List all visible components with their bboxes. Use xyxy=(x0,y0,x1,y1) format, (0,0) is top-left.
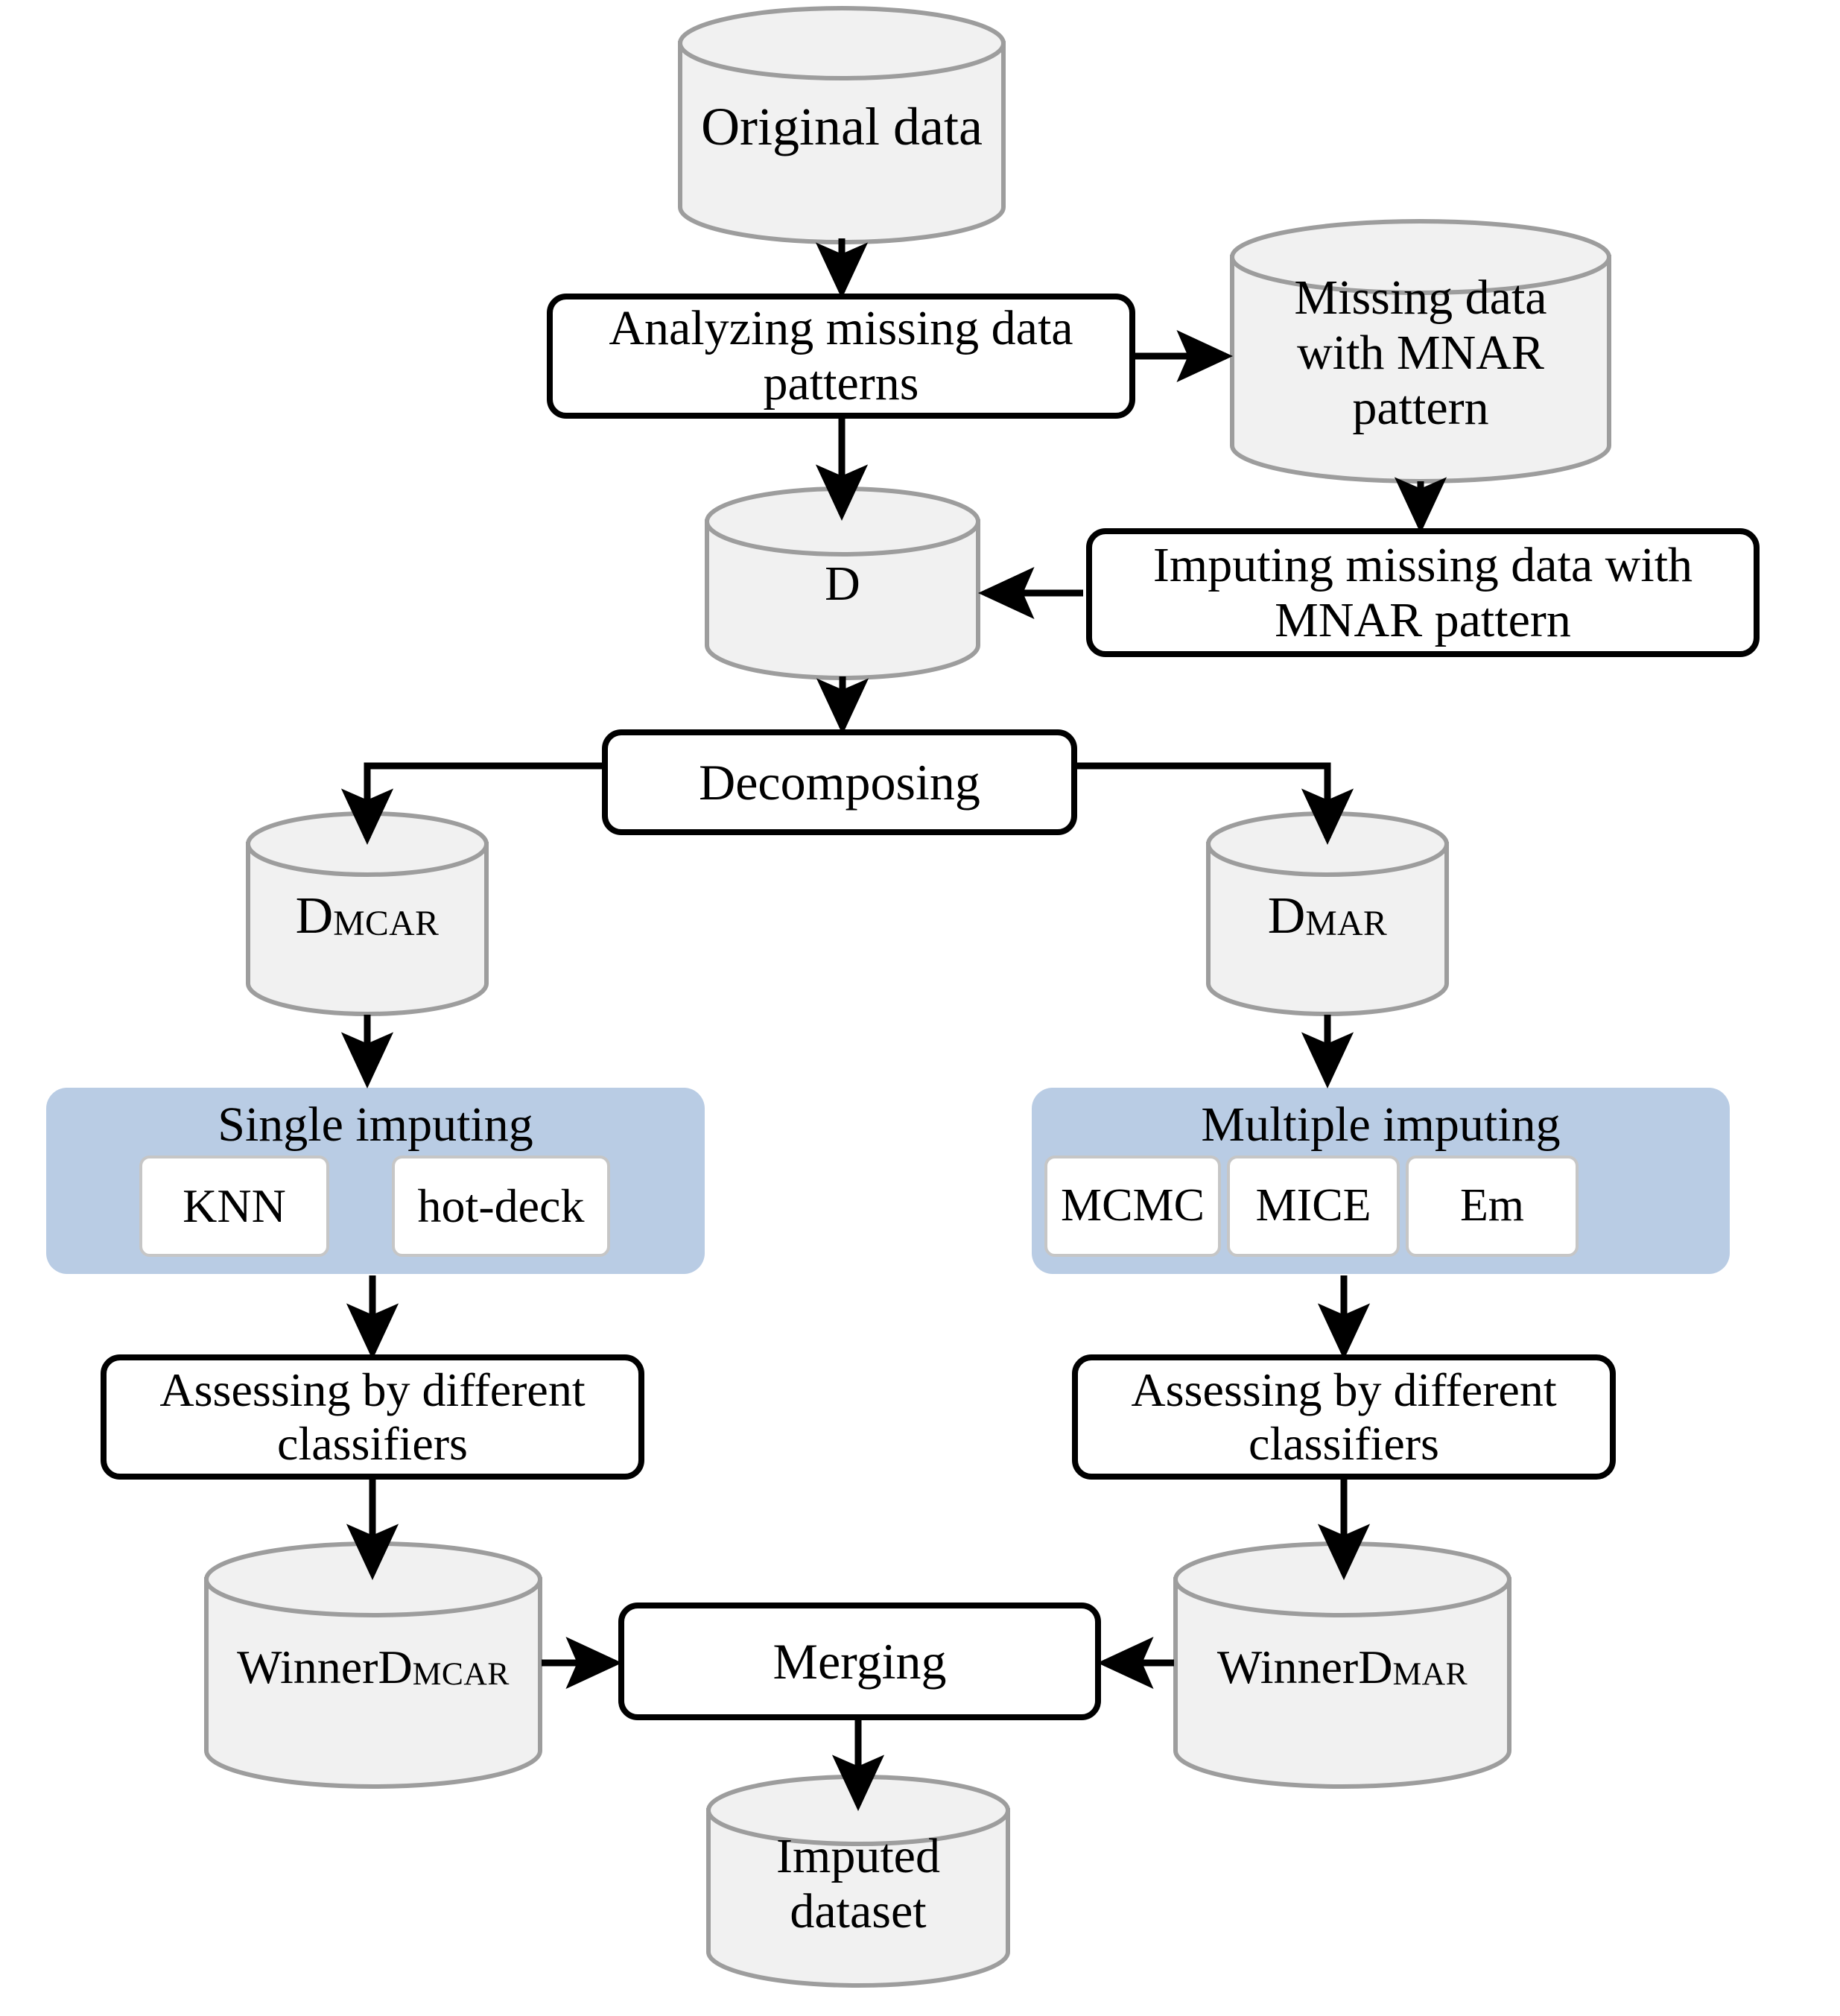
method-em-hit[interactable] xyxy=(1407,1157,1577,1255)
node-merging-hit[interactable] xyxy=(621,1605,1098,1717)
node-imputed-dataset-hit[interactable] xyxy=(708,1777,1008,1985)
node-winner-mar-hit[interactable] xyxy=(1176,1544,1509,1787)
method-knn-hit[interactable] xyxy=(141,1157,328,1255)
method-mcmc-hit[interactable] xyxy=(1046,1157,1219,1255)
edge-decomposing-left-elbow xyxy=(364,762,605,775)
method-hot-deck-hit[interactable] xyxy=(393,1157,609,1255)
edge-decomposing-right-elbow xyxy=(1074,762,1331,775)
node-missing-mnar xyxy=(1230,219,1611,484)
node-single-imputing-panel xyxy=(46,1088,705,1274)
node-assessing-left-hit[interactable] xyxy=(104,1357,641,1477)
node-single-imputing-hit[interactable] xyxy=(46,1088,705,1155)
node-d-mcar-hit[interactable] xyxy=(248,814,486,1015)
node-original-data-hit[interactable] xyxy=(680,8,1003,242)
node-winner-mcar-hit[interactable] xyxy=(206,1544,540,1787)
node-decomposing-hit[interactable] xyxy=(605,732,1074,832)
node-analyzing-patterns-hit[interactable] xyxy=(550,297,1132,416)
node-original-data xyxy=(678,6,1006,244)
node-dataset-d xyxy=(705,486,980,680)
method-mice-hit[interactable] xyxy=(1228,1157,1398,1255)
node-imputing-mnar-hit[interactable] xyxy=(1089,531,1757,654)
node-multiple-imputing-panel xyxy=(1032,1088,1730,1274)
node-dataset-d-hit[interactable] xyxy=(707,489,978,678)
node-assessing-right-hit[interactable] xyxy=(1075,1357,1613,1477)
node-missing-mnar-hit[interactable] xyxy=(1232,221,1609,481)
node-multiple-imputing-hit[interactable] xyxy=(1032,1088,1730,1155)
node-d-mar-hit[interactable] xyxy=(1208,814,1447,1015)
